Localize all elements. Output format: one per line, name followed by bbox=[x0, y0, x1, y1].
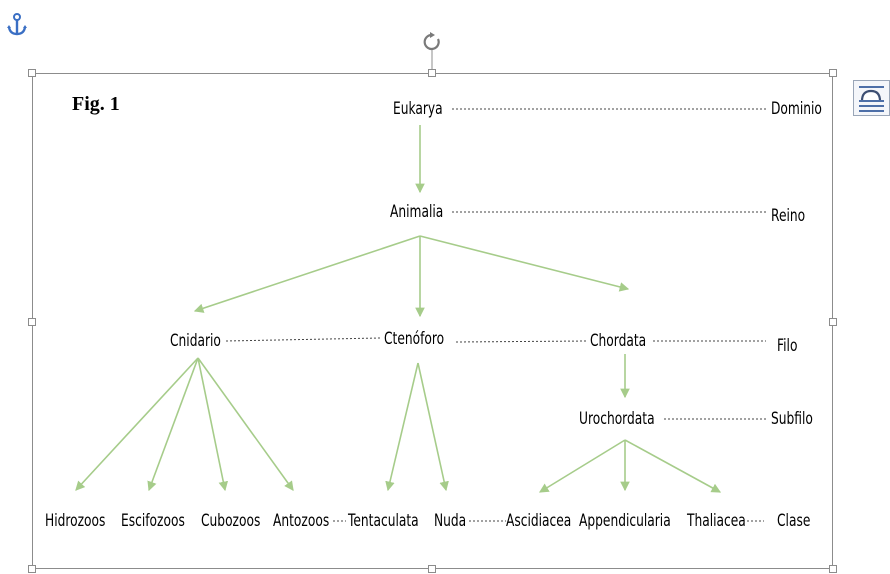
rank-filo: Filo bbox=[777, 336, 798, 356]
node-urochordata: Urochordata bbox=[579, 409, 655, 429]
node-cubozoos: Cubozoos bbox=[201, 511, 261, 531]
node-cnidario: Cnidario bbox=[170, 331, 221, 351]
resize-handle-bottom[interactable] bbox=[428, 565, 436, 573]
rank-subfilo: Subfilo bbox=[771, 409, 813, 429]
node-animalia: Animalia bbox=[390, 202, 444, 222]
resize-handle-bottom-right[interactable] bbox=[829, 565, 837, 573]
edge-cnidario-escifozoos bbox=[147, 357, 199, 492]
resize-handle-top-left[interactable] bbox=[28, 69, 36, 77]
node-thaliacea: Thaliacea bbox=[687, 511, 746, 531]
rank-line-ctenoforo-chordata bbox=[455, 340, 588, 343]
edge-urochordata-ascidiacea bbox=[538, 439, 626, 493]
node-ctenoforo: Ctenóforo bbox=[384, 329, 445, 349]
rank-dominio: Dominio bbox=[771, 99, 822, 119]
node-antozoos: Antozoos bbox=[273, 511, 330, 531]
rank-clase: Clase bbox=[777, 511, 811, 531]
node-eukarya: Eukarya bbox=[393, 99, 443, 119]
node-tentaculata: Tentaculata bbox=[348, 511, 419, 531]
resize-handle-top-right[interactable] bbox=[829, 69, 837, 77]
rotate-handle-icon[interactable] bbox=[419, 31, 445, 73]
edge-animalia-cnidario bbox=[193, 235, 421, 313]
resize-handle-top[interactable] bbox=[428, 69, 436, 77]
edge-cnidario-cubozoos bbox=[197, 357, 229, 492]
node-hidrozoos: Hidrozoos bbox=[45, 511, 106, 531]
resize-handle-left[interactable] bbox=[28, 318, 36, 326]
rank-reino: Reino bbox=[771, 206, 806, 226]
edge-animalia-chordata bbox=[419, 235, 630, 292]
edge-ctenoforo-nuda bbox=[417, 362, 449, 492]
edge-cnidario-antozoos bbox=[197, 357, 294, 491]
node-nuda: Nuda bbox=[434, 511, 467, 531]
rank-line-cnidario-ctenoforo bbox=[225, 337, 381, 342]
node-ascidiacea: Ascidiacea bbox=[506, 511, 572, 531]
layout-options-icon bbox=[859, 86, 884, 112]
node-escifozoos: Escifozoos bbox=[121, 511, 185, 531]
edge-urochordata-thaliacea bbox=[624, 439, 722, 493]
node-chordata: Chordata bbox=[590, 331, 647, 351]
edge-cnidario-hidrozoos bbox=[75, 357, 199, 491]
resize-handle-bottom-left[interactable] bbox=[28, 565, 36, 573]
figure-label: Fig. 1 bbox=[72, 93, 120, 115]
edge-ctenoforo-tentaculata bbox=[385, 362, 419, 492]
anchor-icon bbox=[7, 13, 27, 36]
resize-handle-right[interactable] bbox=[829, 318, 837, 326]
node-appendicularia: Appendicularia bbox=[579, 511, 671, 531]
layout-options-button[interactable] bbox=[853, 80, 890, 116]
